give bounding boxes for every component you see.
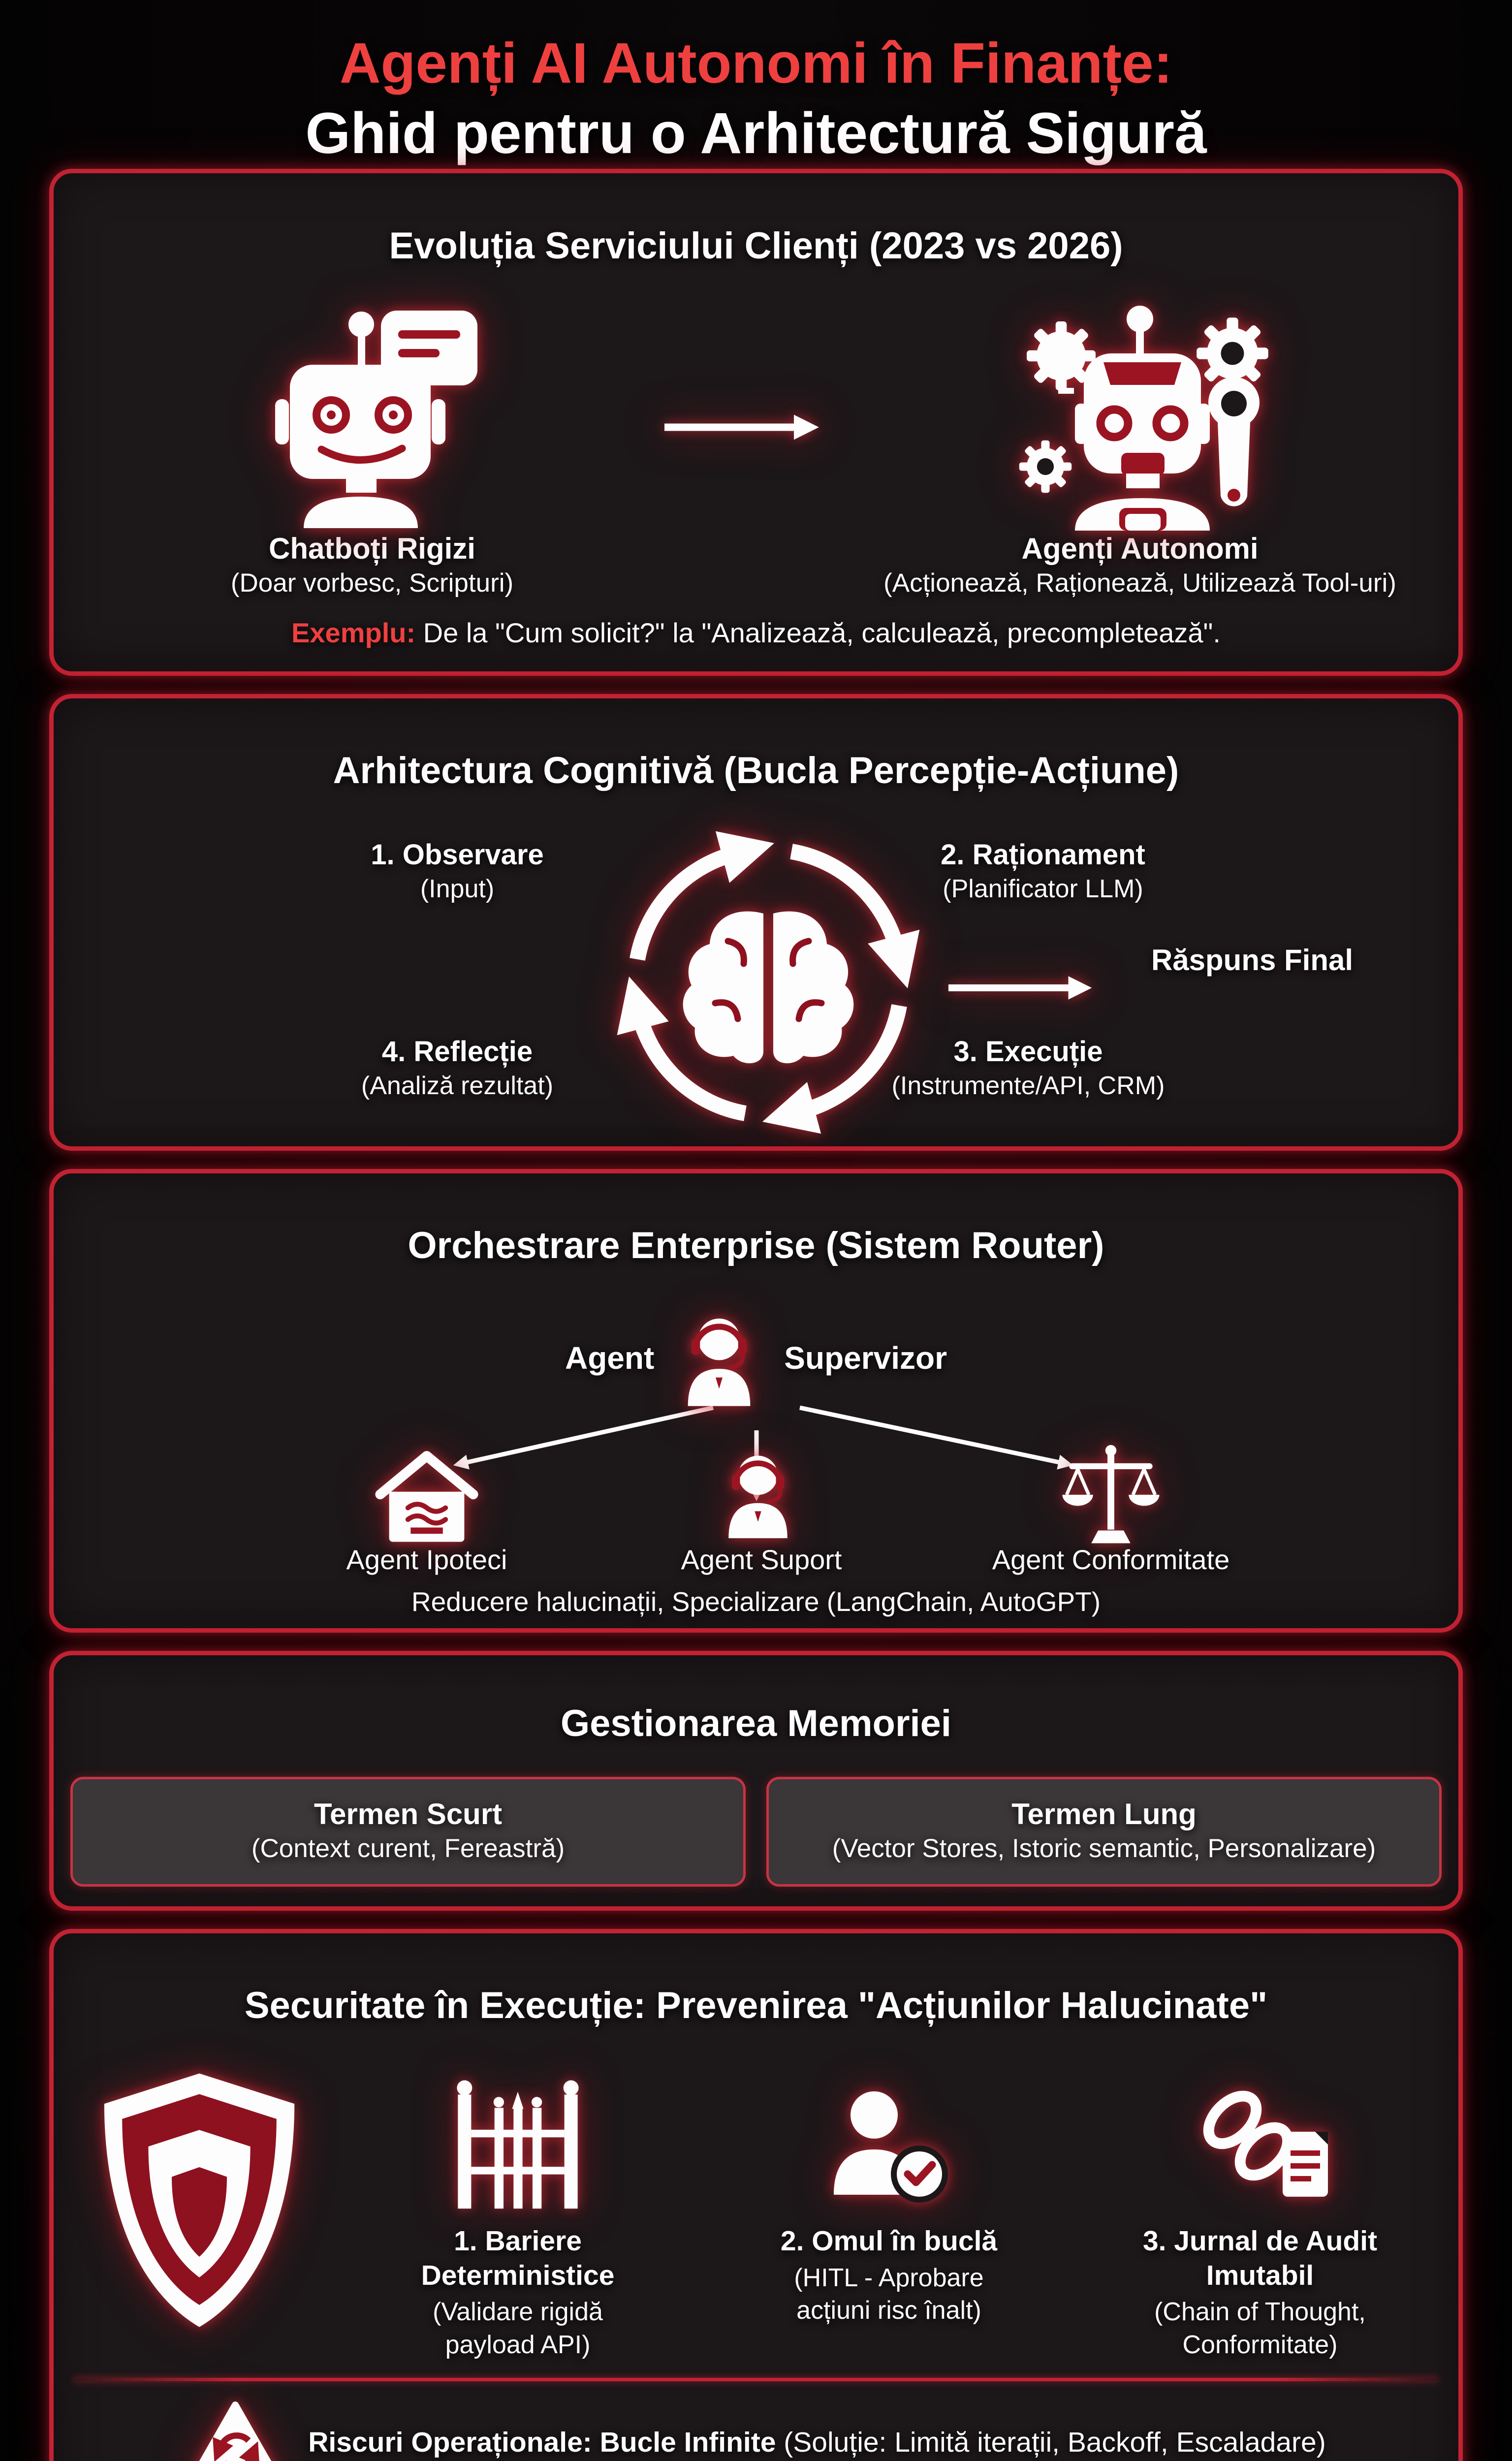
agent-sublabel: (Acționează, Raționează, Utilizează Tool… [883, 568, 1396, 598]
final-answer-label: Răspuns Final [1151, 944, 1354, 977]
final-answer-arrow-icon [948, 976, 1092, 1000]
brain-loop-icon [617, 831, 920, 1134]
supervisor-headset-icon [676, 1307, 762, 1409]
page-title-line2: Ghid pentru o Arhitectură Sigură [305, 100, 1207, 166]
agent-suport-label: Agent Suport [681, 1544, 842, 1575]
supervisor-word-left: Agent [565, 1340, 655, 1376]
panel-memory: Gestionarea Memoriei Termen Scurt (Conte… [49, 1650, 1463, 1911]
audit-sub: (Chain of Thought, Conformitate) [1154, 2298, 1366, 2359]
step1-sub: (Input) [420, 874, 495, 903]
supervisor-word-right: Supervizor [784, 1340, 947, 1376]
step1-label: 1. Observare [371, 839, 544, 871]
panel-orchestration: Orchestrare Enterprise (Sistem Router) A… [49, 1169, 1463, 1633]
evolution-agent-column: Agenți Autonomi (Acționează, Raționează,… [862, 299, 1418, 600]
cognitive-diagram: 1. Observare (Input) 2. Raționament (Pla… [54, 824, 1458, 1146]
evolution-example: Exemplu: De la "Cum solicit?" la "Analiz… [54, 600, 1458, 671]
orchestration-title: Orchestrare Enterprise (Sistem Router) [408, 1225, 1104, 1267]
short-term-sub: (Context curent, Fereastră) [251, 1834, 565, 1863]
step3-sub: (Instrumente/API, CRM) [891, 1071, 1165, 1100]
hitl-title: 2. Omul în buclă [780, 2225, 998, 2257]
risk-text-bold: Riscuri Operaționale: Bucle Infinite [308, 2427, 776, 2459]
bariere-sub: (Validare rigidă payload API) [433, 2298, 603, 2359]
security-row: 1. Bariere Deterministice (Validare rigi… [54, 2059, 1458, 2361]
evolution-chatbot-column: Chatboți Rigizi (Doar vorbesc, Scripturi… [94, 299, 650, 600]
agent-label: Agenți Autonomi [1021, 532, 1259, 565]
orchestration-footnote: Reducere halucinații, Specializare (Lang… [411, 1586, 1101, 1617]
wrench-part [1208, 377, 1260, 506]
step4-sub: (Analiză rezultat) [361, 1071, 554, 1100]
panel-evolution: Evoluția Serviciului Clienți (2023 vs 20… [49, 169, 1463, 676]
orchestration-diagram: Agent Supervizor [54, 1299, 1458, 1628]
autonomous-robot-gears-icon [862, 299, 1418, 531]
cognitive-step-observare: 1. Observare (Input) [329, 838, 585, 905]
risk-text-rest: (Soluție: Limită iterații, Backoff, Esca… [776, 2427, 1326, 2459]
panel-cognitive: Arhitectura Cognitivă (Bucla Percepție-A… [49, 694, 1463, 1151]
cognitive-step-executie: 3. Execuție (Instrumente/API, CRM) [861, 1035, 1196, 1102]
chatbot-label: Chatboți Rigizi [269, 532, 475, 565]
page-title: Agenți AI Autonomi în Finanțe: Ghid pent… [0, 0, 1512, 169]
support-agent-icon [717, 1445, 799, 1543]
step3-label: 3. Execuție [953, 1036, 1103, 1068]
shield-icon [66, 2059, 332, 2342]
risk-text: Riscuri Operaționale: Bucle Infinite (So… [308, 2426, 1325, 2459]
audit-title: 3. Jurnal de Audit Imutabil [1142, 2225, 1378, 2291]
panel-security: Securitate în Execuție: Prevenirea "Acți… [49, 1928, 1463, 2461]
long-term-sub: (Vector Stores, Istoric semantic, Person… [832, 1834, 1376, 1863]
chatbot-robot-icon [94, 299, 650, 531]
human-in-loop-check-icon [703, 2059, 1074, 2211]
chatbot-sublabel: (Doar vorbesc, Scripturi) [230, 568, 514, 598]
bariere-title: 1. Bariere Deterministice [421, 2225, 615, 2291]
security-col-audit: 3. Jurnal de Audit Imutabil (Chain of Th… [1074, 2059, 1446, 2361]
supervisor-row: Agent Supervizor [54, 1307, 1458, 1409]
security-title: Securitate în Execuție: Prevenirea "Acți… [244, 1984, 1268, 2026]
security-col-bariere: 1. Bariere Deterministice (Validare rigi… [332, 2059, 703, 2361]
security-divider [73, 2378, 1439, 2382]
agent-conformitate-label: Agent Conformitate [992, 1544, 1230, 1575]
cognitive-step-reflectie: 4. Reflecție (Analiză rezultat) [329, 1035, 585, 1102]
cognitive-step-rationament: 2. Raționament (Planificator LLM) [881, 838, 1205, 905]
security-col-hitl: 2. Omul în buclă (HITL - Aprobare acțiun… [703, 2059, 1074, 2327]
gate-barrier-icon [332, 2059, 703, 2211]
evolution-title: Evoluția Serviciului Clienți (2023 vs 20… [389, 224, 1123, 267]
justice-scales-icon [1058, 1441, 1164, 1550]
example-text: De la "Cum solicit?" la "Analizează, cal… [415, 617, 1221, 648]
hitl-sub: (HITL - Aprobare acțiuni risc înalt) [794, 2263, 984, 2325]
house-mortgage-icon [373, 1446, 481, 1547]
page-title-line1: Agenți AI Autonomi în Finanțe: [339, 31, 1173, 95]
cognitive-title: Arhitectura Cognitivă (Bucla Percepție-A… [333, 749, 1179, 791]
memory-boxes: Termen Scurt (Context curent, Fereastră)… [70, 1776, 1442, 1887]
step2-sub: (Planificator LLM) [943, 874, 1143, 903]
evolution-row: Chatboți Rigizi (Doar vorbesc, Scripturi… [54, 299, 1458, 600]
chain-audit-document-icon [1074, 2059, 1446, 2211]
step4-label: 4. Reflecție [381, 1036, 533, 1068]
brain-icon [683, 911, 854, 1064]
memory-box-long-term: Termen Lung (Vector Stores, Istoric sema… [766, 1776, 1442, 1887]
agent-ipoteci-label: Agent Ipoteci [346, 1544, 507, 1575]
evolution-arrow-icon [650, 299, 862, 464]
warning-triangle-loop-icon [199, 2401, 272, 2461]
step2-label: 2. Raționament [941, 839, 1145, 871]
short-term-title: Termen Scurt [314, 1797, 503, 1830]
long-term-title: Termen Lung [1011, 1797, 1197, 1830]
memory-box-short-term: Termen Scurt (Context curent, Fereastră) [70, 1776, 746, 1887]
risk-row: Riscuri Operaționale: Bucle Infinite (So… [54, 2381, 1458, 2461]
memory-title: Gestionarea Memoriei [560, 1702, 952, 1744]
example-label: Exemplu: [291, 617, 416, 648]
